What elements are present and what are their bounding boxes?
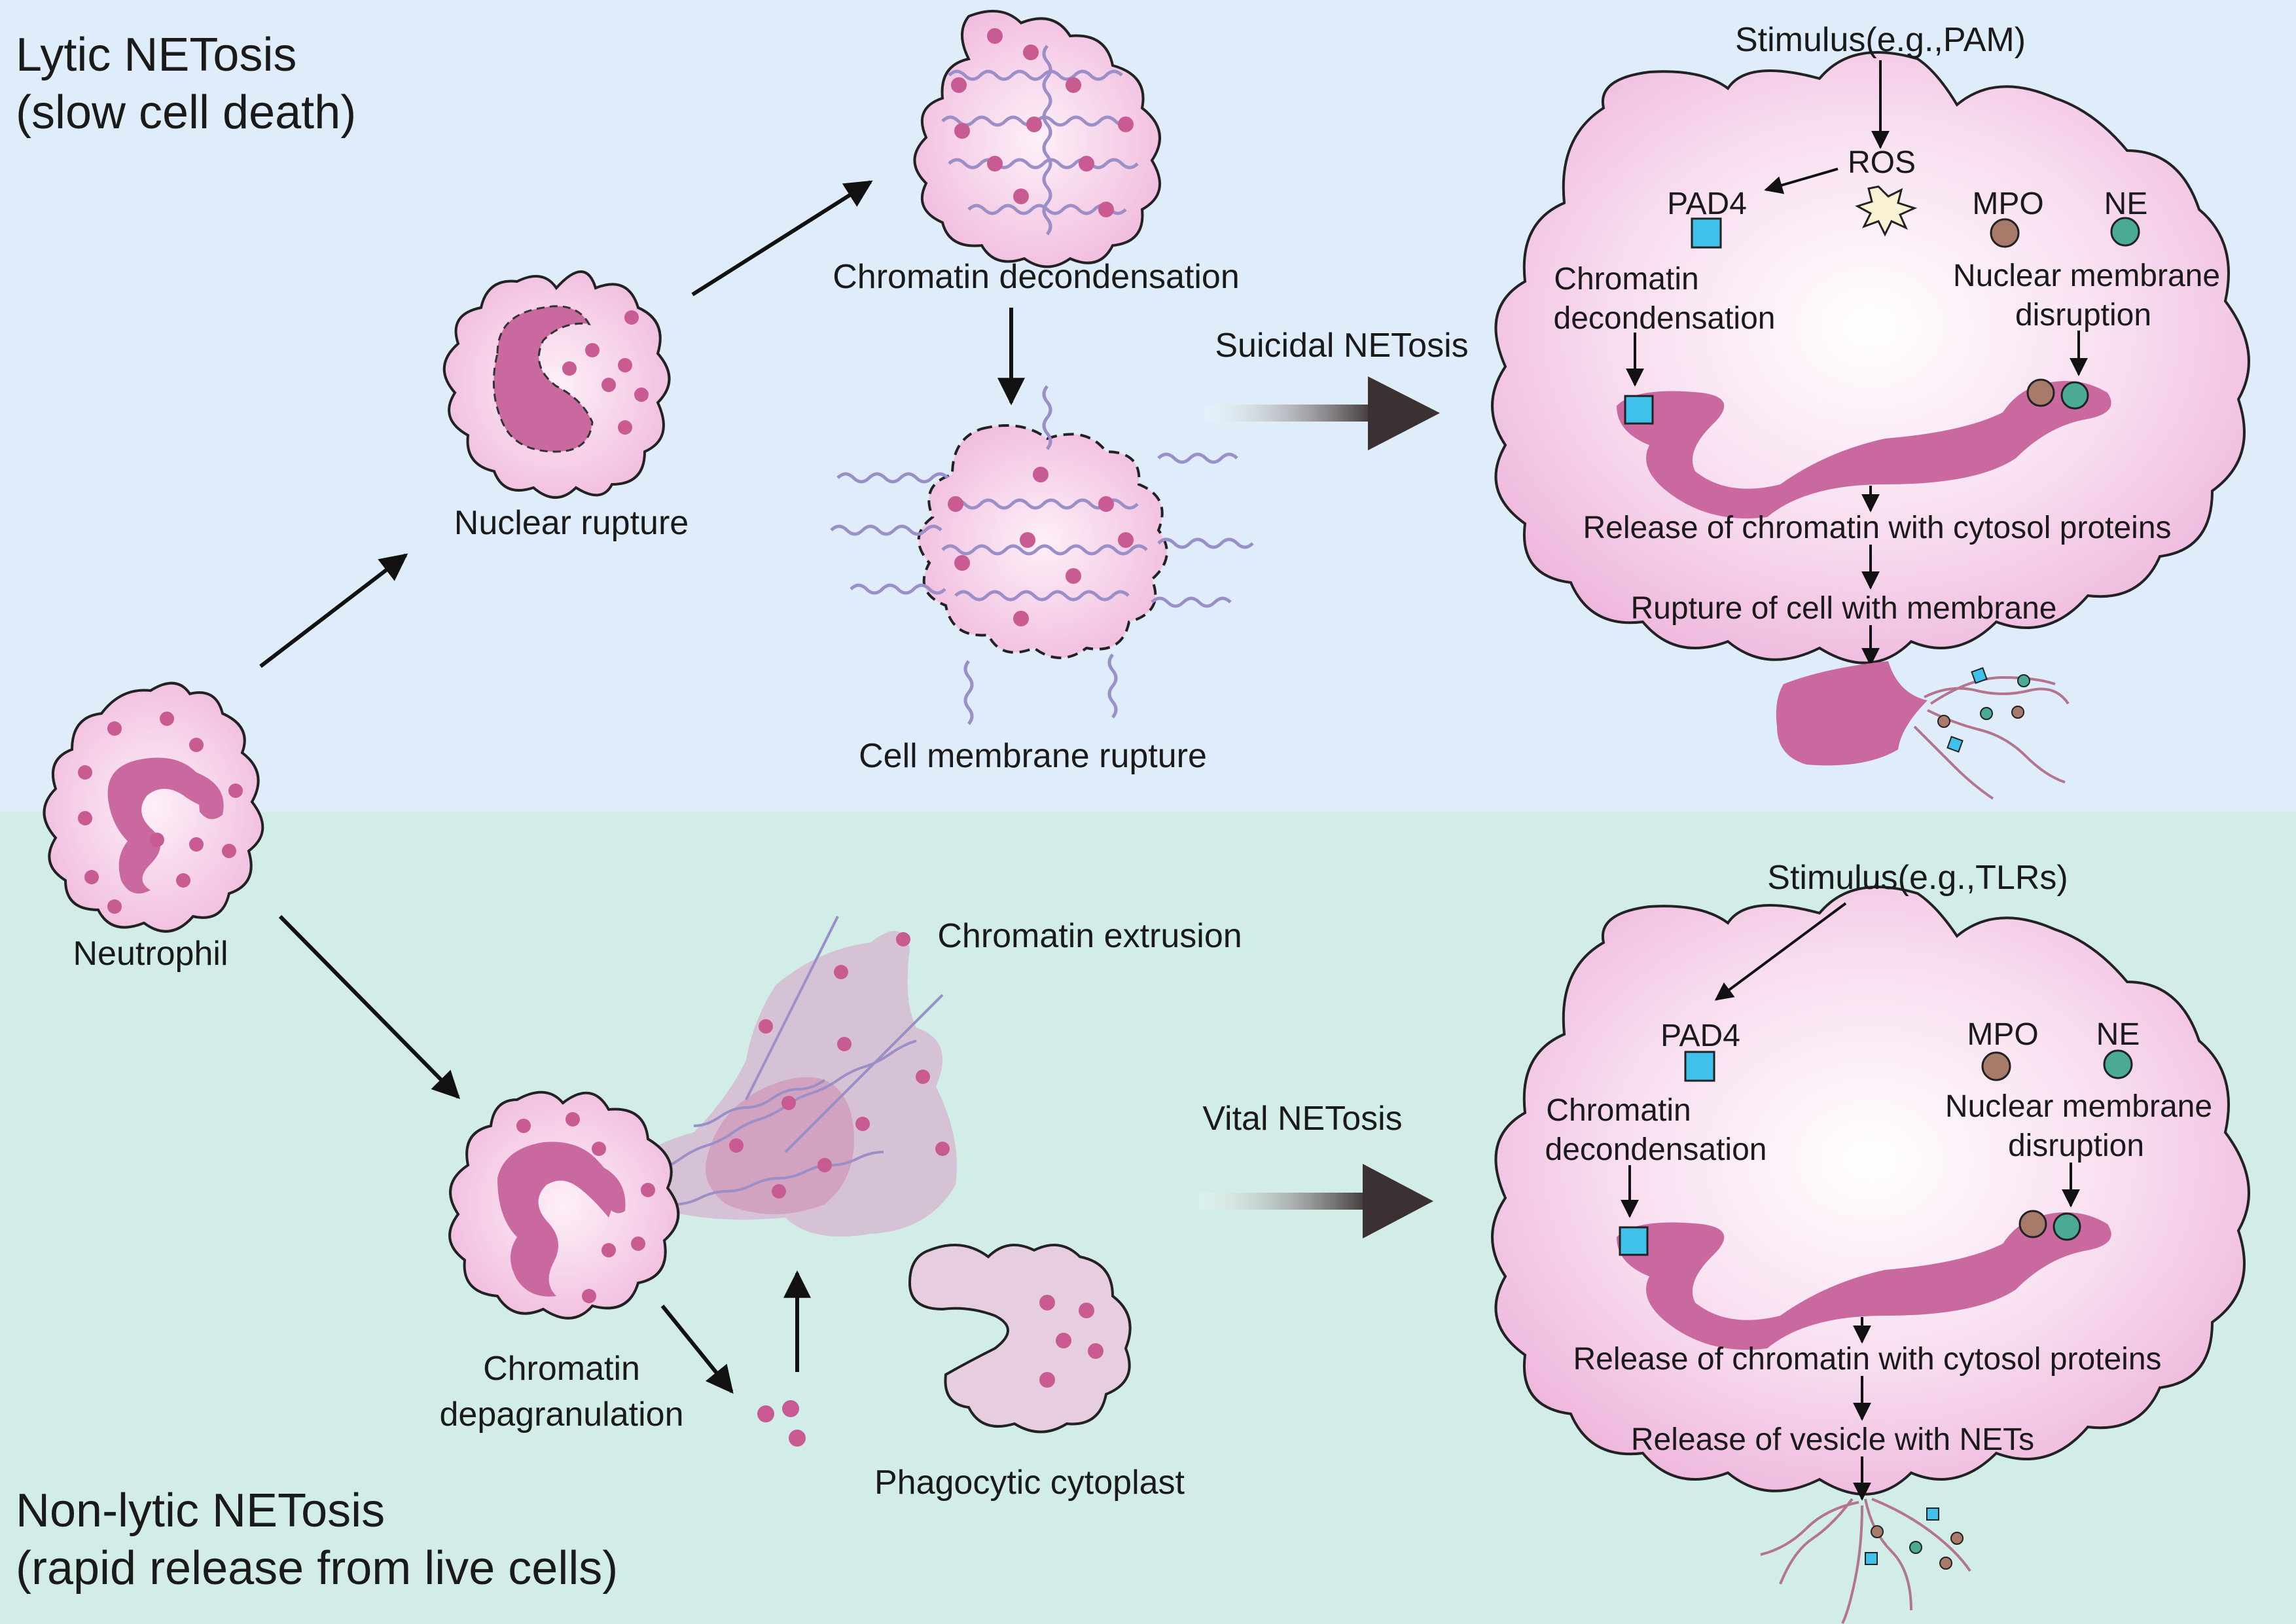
pad4-in-nucleus-bottom — [1619, 1226, 1649, 1256]
arrow-ros-to-pad4 — [1764, 168, 1839, 194]
pad4-top-label: PAD4 — [1667, 187, 1747, 221]
suicidal-cell — [1491, 51, 2250, 664]
stimulus-top-label: Stimulus(e.g.,PAM) — [1735, 21, 2026, 59]
vital-netosis-label: Vital NETosis — [1202, 1100, 1402, 1138]
disruption-bottom-line1: Nuclear membrane — [1945, 1089, 2212, 1124]
neutrophil-cell — [43, 681, 264, 933]
mpo-in-nucleus-bottom — [2018, 1210, 2047, 1238]
nonlytic-subtitle: (rapid release from live cells) — [16, 1542, 618, 1595]
mpo-icon-bottom — [1981, 1051, 2011, 1081]
ne-in-nucleus-bottom — [2053, 1212, 2081, 1241]
ros-burst-icon — [1855, 185, 1918, 237]
phagocytic-cytoplast — [908, 1244, 1132, 1434]
stimulus-bottom-label: Stimulus(e.g.,TLRs) — [1767, 859, 2068, 897]
ne-in-nucleus-top — [2060, 381, 2089, 410]
pad4-in-nucleus-top — [1624, 395, 1654, 425]
suicidal-netosis-label: Suicidal NETosis — [1215, 327, 1468, 365]
arrow-to-granules — [660, 1305, 734, 1394]
arrow-stimulus-to-pad4 — [1714, 902, 1847, 1001]
lytic-title: Lytic NETosis — [16, 29, 296, 81]
disruption-bottom-line2: disruption — [2008, 1128, 2144, 1163]
chromatin-decondensation-top-label: Chromatin decondensation — [833, 258, 1240, 296]
mpo-top-label: MPO — [1972, 187, 2043, 221]
released-nets-bottom — [1760, 1498, 1971, 1624]
pad4-icon-bottom — [1684, 1051, 1715, 1082]
vital-netosis-arrow — [1199, 1164, 1433, 1238]
ne-icon-top — [2110, 217, 2140, 247]
ne-top-label: NE — [2104, 187, 2148, 221]
arrow-to-degranulation — [278, 914, 460, 1099]
mpo-in-nucleus-top — [2026, 378, 2055, 407]
degranulation-label-line2: depagranulation — [440, 1396, 684, 1434]
decondensation-top-line2: decondensation — [1554, 301, 1776, 336]
nuclear-rupture-label: Nuclear rupture — [454, 504, 689, 542]
ruptured-cell-nets — [1776, 661, 2070, 800]
chromatin-decondensation-cell — [913, 10, 1161, 268]
arrow-to-nuclear-rupture — [259, 553, 408, 668]
mpo-bottom-label: MPO — [1967, 1017, 2038, 1052]
lytic-subtitle: (slow cell death) — [16, 86, 356, 139]
rupture-top-label: Rupture of cell with membrane — [1631, 591, 2057, 626]
decondensation-bottom-line1: Chromatin — [1546, 1093, 1691, 1128]
release-bottom-label: Release of chromatin with cytosol protei… — [1573, 1342, 2161, 1377]
release-top-label: Release of chromatin with cytosol protei… — [1583, 511, 2171, 545]
degranulation-cell — [448, 1091, 680, 1320]
ros-label: ROS — [1848, 145, 1916, 180]
cell-membrane-rupture-label: Cell membrane rupture — [859, 737, 1207, 775]
suicidal-netosis-arrow — [1204, 376, 1440, 450]
vesicle-label: Release of vesicle with NETs — [1631, 1422, 2034, 1457]
mpo-icon-top — [1990, 218, 2020, 248]
neutrophil-label: Neutrophil — [73, 935, 228, 973]
chromatin-extrusion-label: Chromatin extrusion — [937, 917, 1242, 955]
pad4-icon-top — [1691, 217, 1722, 249]
chromatin-extrusion-cloud — [622, 916, 957, 1237]
cell-membrane-rupture-cell — [830, 385, 1254, 725]
vital-cell — [1491, 886, 2250, 1496]
released-granules — [757, 1400, 806, 1447]
ne-bottom-label: NE — [2096, 1017, 2140, 1052]
nuclear-rupture-cell — [442, 270, 671, 499]
disruption-top-line1: Nuclear membrane — [1953, 259, 2220, 293]
disruption-top-line2: disruption — [2015, 298, 2151, 333]
arrow-to-chromatin-decondensation — [691, 180, 873, 297]
nonlytic-title: Non-lytic NETosis — [16, 1485, 385, 1537]
ne-icon-bottom — [2103, 1049, 2133, 1079]
degranulation-label-line1: Chromatin — [483, 1350, 640, 1388]
decondensation-bottom-line2: decondensation — [1545, 1132, 1767, 1167]
phagocytic-cytoplast-label: Phagocytic cytoplast — [874, 1464, 1185, 1502]
decondensation-top-line1: Chromatin — [1554, 262, 1698, 297]
pad4-bottom-label: PAD4 — [1660, 1019, 1740, 1053]
